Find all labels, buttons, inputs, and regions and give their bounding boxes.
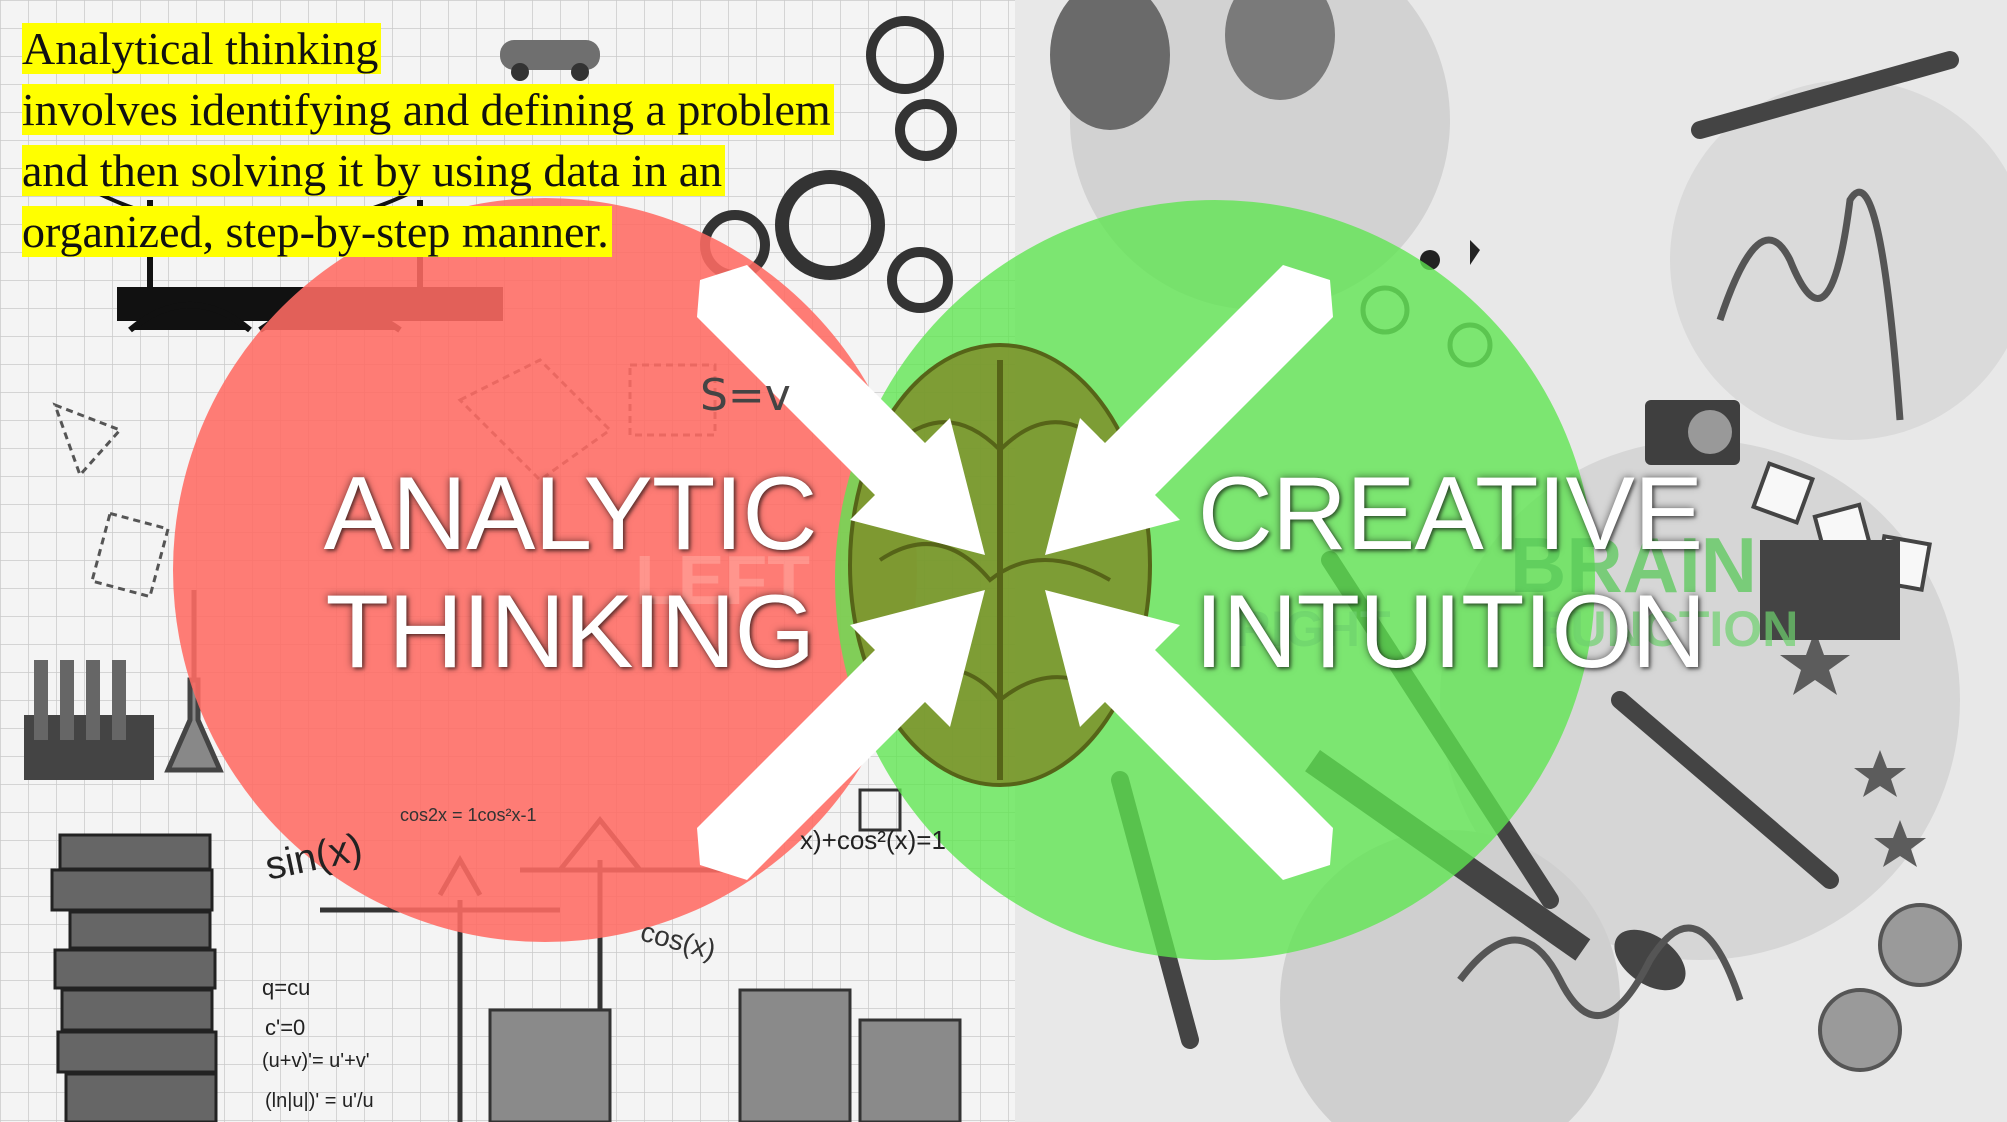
background-word-function: FUNCTION <box>1540 601 1799 657</box>
arrow-bottom-right <box>1045 590 1333 880</box>
analytic-thinking-label: ANALYTIC THINKING <box>300 455 840 691</box>
smiley-icon <box>1818 903 1962 1072</box>
math-formula-identity: x)+cos²(x)=1 <box>800 825 946 855</box>
math-formula-s: S=v <box>700 370 791 421</box>
caption-line-2: involves identifying and defining a prob… <box>22 84 834 135</box>
test-tubes-icon <box>24 660 154 780</box>
theater-mask-icon <box>1050 0 1335 130</box>
analytic-label-line2: THINKING <box>325 574 816 690</box>
star-icon <box>1780 630 1926 867</box>
analytic-label-line1: ANALYTIC <box>323 456 818 572</box>
caption-line: involves identifying and defining a prob… <box>22 79 834 140</box>
background-word-left: LEFT <box>635 541 810 619</box>
building-icon <box>488 788 962 1122</box>
arrow-top-right <box>1045 265 1333 555</box>
creative-label-line1: CREATIVE <box>1197 456 1703 572</box>
caption-line-3: and then solving it by using data in an <box>22 145 726 196</box>
arrow-bottom-left <box>697 590 985 880</box>
caption-line-4: organized, step-by-step manner. <box>22 206 612 257</box>
caption-line-1: Analytical thinking <box>22 23 382 74</box>
scribble-icon <box>1457 188 1904 1019</box>
car-icon <box>500 40 600 81</box>
math-formula-uv: (u+v)'= u'+v' <box>262 1050 370 1072</box>
creative-label-line2: INTUITION <box>1194 574 1707 690</box>
caption-line: and then solving it by using data in an <box>22 140 834 201</box>
camera-icon <box>1645 400 1740 465</box>
creative-intuition-label: CREATIVE INTUITION <box>1180 455 1720 691</box>
math-formula-c: c'=0 <box>265 1015 306 1040</box>
caption-line: Analytical thinking <box>22 18 834 79</box>
background-word-right: RIGHT <box>1235 601 1391 657</box>
books-icon <box>50 833 218 1122</box>
dark-patch <box>1760 540 1900 640</box>
arrow-top-left <box>697 265 985 555</box>
math-formula-q: q=cu <box>262 975 311 1000</box>
math-formula-cos2x: cos2x = 1cos²x-1 <box>400 805 537 825</box>
caption-line: organized, step-by-step manner. <box>22 201 834 262</box>
left-circle-analytic <box>173 198 917 942</box>
caption-text-box: Analytical thinking involves identifying… <box>22 18 834 262</box>
math-formula-ln: (ln|u|)' = u'/u <box>265 1090 374 1112</box>
background-word-brain: BRAIN <box>1510 521 1757 609</box>
inward-arrows <box>697 265 1333 880</box>
